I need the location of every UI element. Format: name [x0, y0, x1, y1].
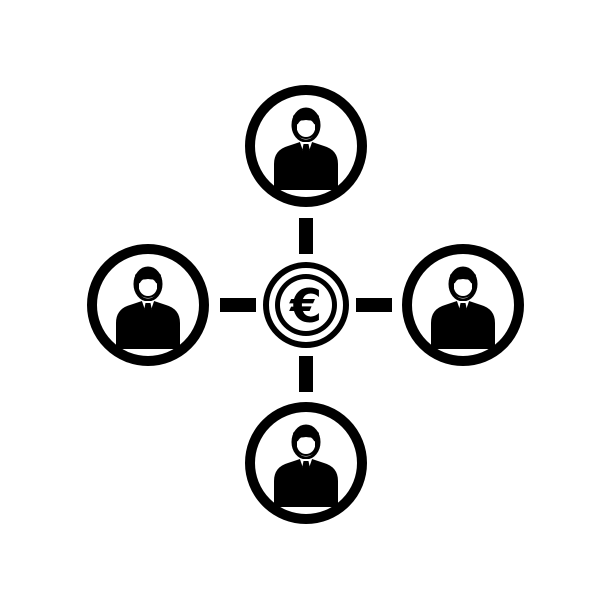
- person-node-right: [402, 244, 524, 366]
- person-node-left: [87, 244, 209, 366]
- euro-symbol: €: [289, 279, 322, 333]
- connector-left: [220, 298, 256, 312]
- euro-node: €: [263, 262, 349, 348]
- person-node-top: [245, 85, 367, 207]
- person-node-bottom: [245, 402, 367, 524]
- connector-right: [356, 298, 392, 312]
- connector-top: [299, 218, 313, 254]
- connector-lines: [220, 218, 392, 392]
- connector-bottom: [299, 356, 313, 392]
